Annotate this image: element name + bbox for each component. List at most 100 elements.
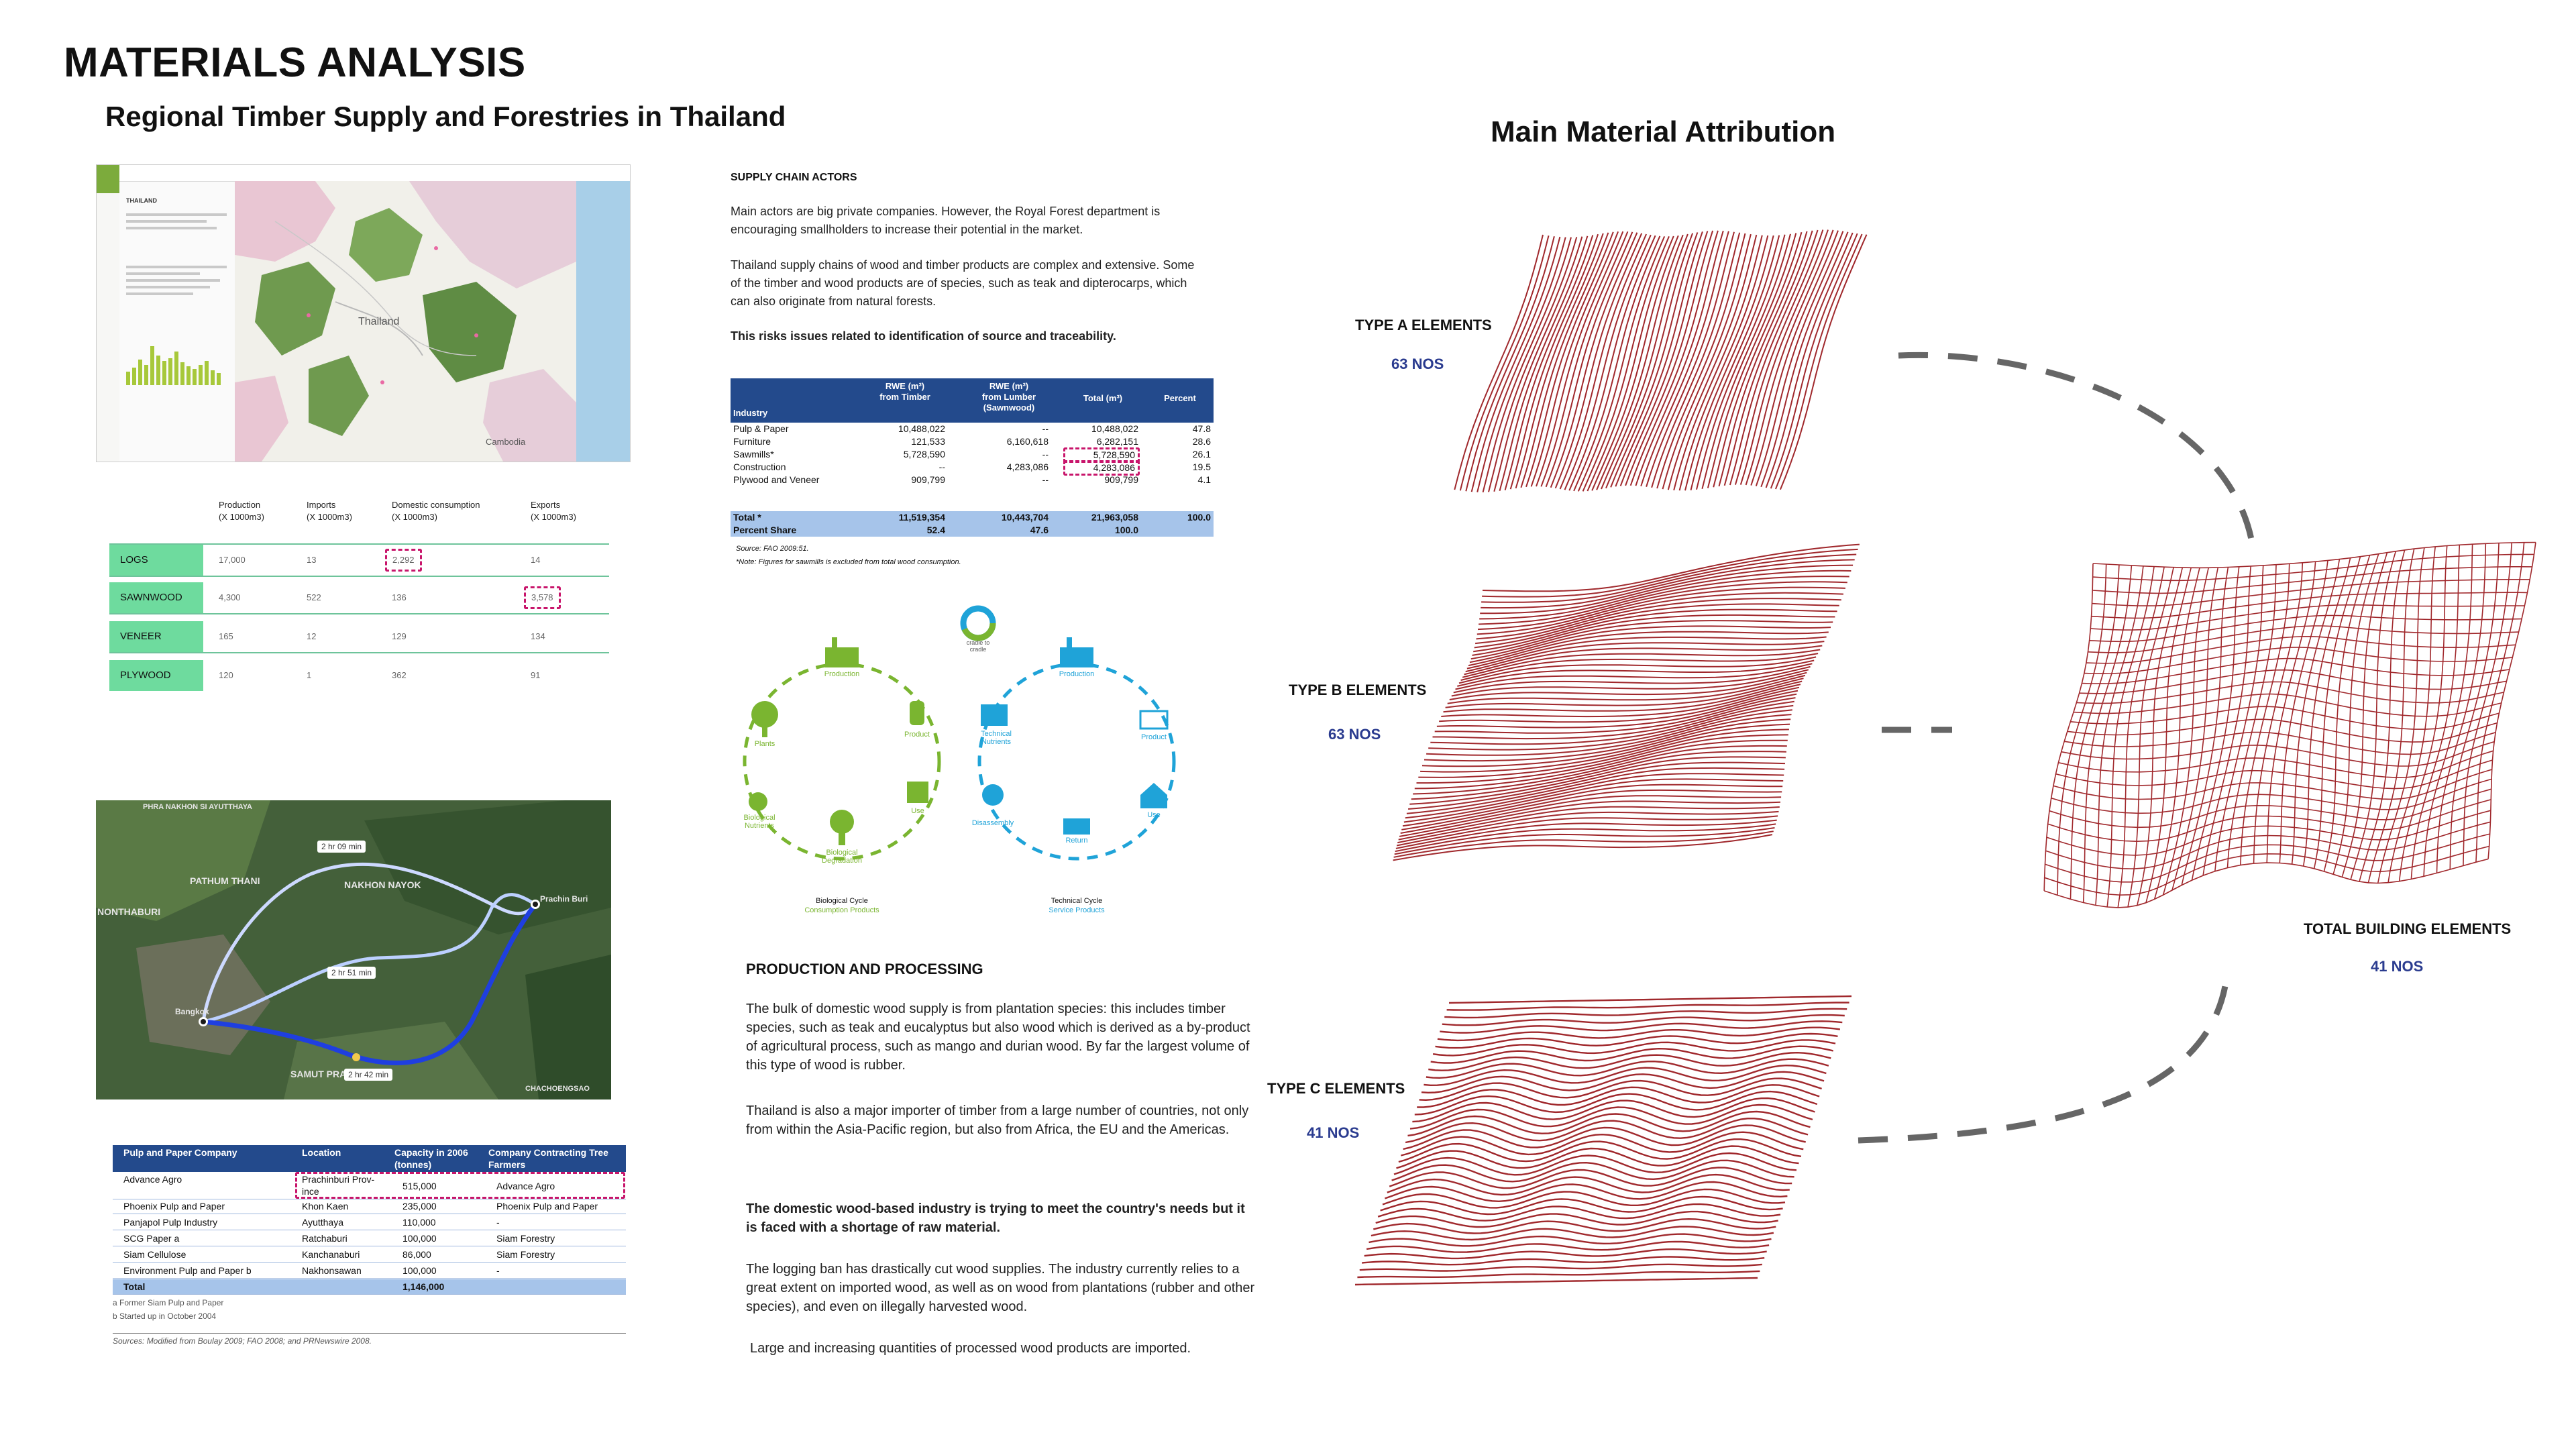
cell: 515,000 (402, 1181, 437, 1191)
wire-line (2092, 553, 2534, 582)
table-row: LOGS 17,000 13 2,292 14 (109, 543, 609, 577)
wire-line (1482, 548, 1858, 598)
wire-line (2350, 551, 2397, 880)
wire-line (1373, 1218, 1776, 1234)
wire-line (1779, 234, 1868, 490)
bio-plants: Plants (754, 740, 775, 748)
cell: Furniture (733, 436, 771, 447)
tech-cycle-caption: Technical Cycle (1051, 897, 1103, 905)
route-map[interactable]: PHRA NAKHON SI AYUTTHAYA NAKHON NAYOK PA… (96, 800, 611, 1099)
wire-line (1362, 1256, 1765, 1266)
wire-line (1646, 231, 1735, 488)
cell: 235,000 (402, 1201, 437, 1212)
cell: 5,728,590 (903, 449, 945, 460)
wire-line (1405, 1118, 1809, 1144)
wire-line (1368, 1233, 1772, 1247)
wire-line (1469, 625, 1831, 663)
route-tag[interactable]: 2 hr 09 min (317, 841, 366, 853)
place-ayutthaya: PHRA NAKHON SI AYUTTHAYA (143, 803, 252, 811)
wire-line (2045, 821, 2491, 869)
cell: -- (1042, 474, 1049, 485)
cell: -- (1042, 423, 1049, 434)
wire-line (1499, 235, 1589, 492)
wire-line (1411, 751, 1786, 800)
wire-line (1474, 603, 1839, 649)
footnote: b Started up in October 2004 (113, 1311, 217, 1321)
wire-line (1540, 231, 1629, 487)
wire-line (1416, 734, 1788, 784)
connector-a (1898, 352, 2257, 557)
wire-line (1395, 819, 1777, 849)
wire-line (1395, 823, 1776, 853)
wire-line (1577, 236, 1666, 492)
wire-line (2047, 799, 2491, 843)
cell: Kanchanaburi (302, 1249, 360, 1260)
bio-product: Product (904, 731, 930, 739)
cell: - (496, 1217, 500, 1228)
cell: Advance Agro (123, 1174, 182, 1185)
wire-line (1444, 1008, 1847, 1019)
wire-line (1457, 659, 1815, 687)
header-cell: Location (302, 1147, 341, 1158)
type-b-surface (1393, 543, 1860, 861)
forest-map[interactable]: THAILAND Thailand Cambodia (96, 164, 631, 462)
wire-line (2079, 669, 2507, 694)
cell: 4,283,086 (1006, 462, 1049, 472)
wire-line (1550, 232, 1638, 488)
route-tag[interactable]: 2 hr 42 min (344, 1069, 393, 1081)
cell: 52.4 (926, 525, 945, 535)
highlighted-cell: 4,283,086 (1063, 460, 1140, 476)
wire-line (1765, 232, 1854, 488)
tech-cycle-subcaption: Service Products (1049, 906, 1105, 914)
cell: SCG Paper a (123, 1233, 180, 1244)
table-header: Pulp and Paper Company Location Capacity… (113, 1145, 626, 1172)
cell: 10,443,704 (1001, 512, 1049, 523)
bio-production: Production (824, 670, 860, 678)
header-cell: Capacity in 2006 (tonnes) (394, 1147, 468, 1170)
wire-line (1476, 592, 1843, 640)
table-row: Sawmills* 5,728,590 -- 5,728,590 26.1 (731, 447, 1214, 463)
cell: Plywood and Veneer (733, 474, 820, 485)
tech-return: Return (1065, 837, 1088, 845)
cell: Construction (733, 462, 786, 472)
cell: Total (123, 1281, 146, 1292)
wire-line (1394, 827, 1775, 855)
wire-line (1408, 761, 1786, 810)
cell: 909,799 (911, 474, 945, 485)
wire-line (1443, 680, 1803, 713)
wire-line (2061, 741, 2495, 767)
wire-line (1678, 235, 1769, 491)
wire-line (1755, 231, 1844, 486)
wire-line (2070, 706, 2500, 730)
wire-line (1396, 815, 1778, 847)
cradle-to-cradle-diagram: cradle to cradle Production Product Use … (738, 600, 1221, 922)
type-b-count: 63 NOS (1328, 726, 1381, 743)
wire-line (2076, 681, 2504, 704)
wire-line (1398, 806, 1780, 841)
wire-line (1536, 231, 1624, 487)
wire-line (1459, 235, 1550, 491)
route-tag[interactable]: 2 hr 51 min (327, 967, 376, 979)
table-source: Sources: Modified from Boulay 2009; FAO … (113, 1333, 626, 1346)
cell: 6,282,151 (1096, 436, 1138, 447)
wire-line (1451, 669, 1809, 697)
wire-line (1509, 233, 1599, 490)
wire-line (2055, 759, 2493, 790)
wire-line (1421, 1071, 1825, 1094)
col-exports: Exports (X 1000m3) (531, 500, 576, 522)
wire-line (1428, 704, 1794, 751)
wire-line (1426, 709, 1792, 756)
wire-line (1400, 1131, 1804, 1157)
wire-line (1430, 700, 1794, 745)
wire-line (1389, 1167, 1792, 1189)
wire-line (1605, 233, 1694, 489)
row-label: PLYWOOD (109, 660, 203, 691)
wire-line (1629, 230, 1719, 486)
wire-line (1359, 1263, 1762, 1272)
wire-line (1405, 773, 1784, 819)
cell: Khon Kaen (302, 1201, 349, 1212)
bio-cycle-caption: Biological Cycle (816, 897, 868, 905)
table-row: SCG Paper a Ratchaburi 100,000 Siam Fore… (113, 1231, 626, 1246)
wire-line (2092, 566, 2532, 594)
cell: Environment Pulp and Paper b (123, 1265, 252, 1276)
